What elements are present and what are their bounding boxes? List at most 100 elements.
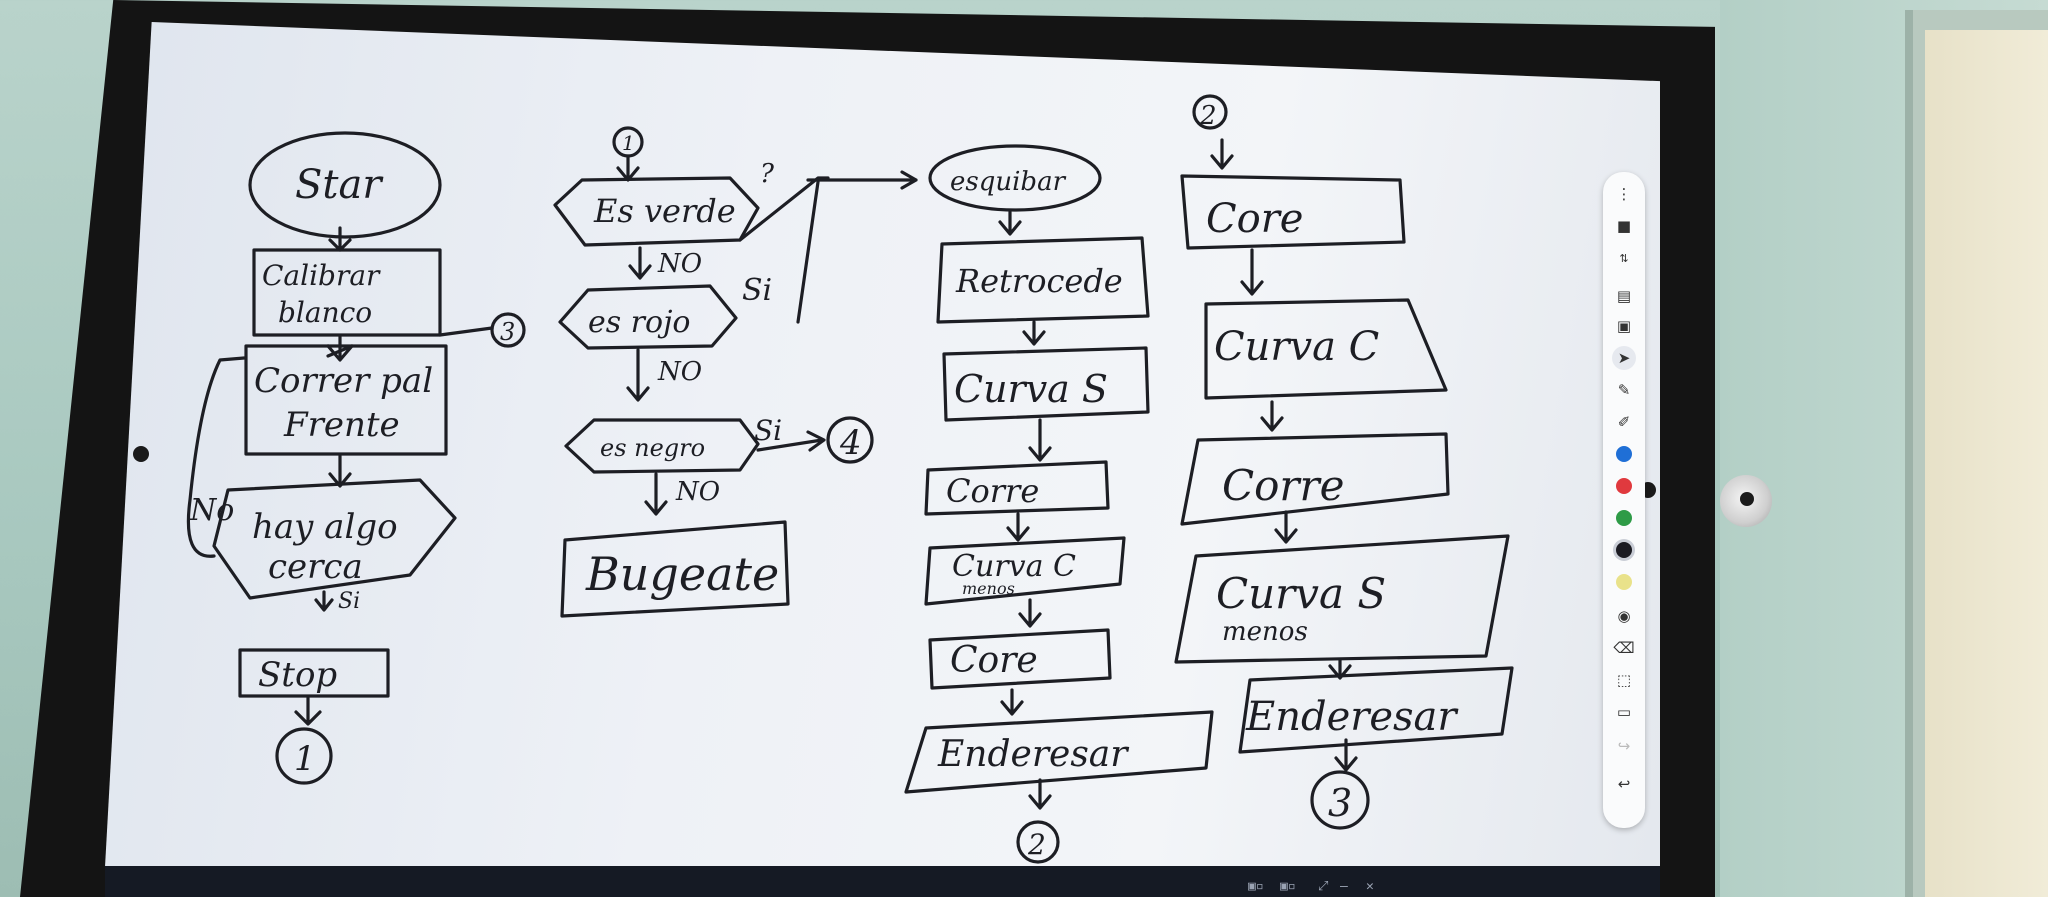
pen-icon[interactable]: ✎ bbox=[1617, 381, 1631, 399]
si-label-1: Si bbox=[742, 273, 772, 308]
blue-color[interactable] bbox=[1612, 442, 1636, 466]
bezel-mount-left bbox=[133, 446, 149, 462]
connector-line bbox=[438, 326, 494, 337]
stop-label: Stop bbox=[258, 655, 337, 695]
esquivar-label: esquibar bbox=[950, 167, 1067, 197]
webcam-lens bbox=[1740, 492, 1754, 506]
palette-icon[interactable]: ◉ bbox=[1617, 607, 1631, 625]
minimize-icon[interactable]: — bbox=[1340, 879, 1348, 894]
curva-s-label-2: menos bbox=[1222, 617, 1308, 647]
calibrar-label-2: blanco bbox=[278, 296, 372, 329]
yellow-color[interactable] bbox=[1612, 570, 1636, 594]
hay-label-2: cerca bbox=[268, 547, 363, 587]
question-mark: ? bbox=[760, 159, 775, 189]
taskbar bbox=[105, 866, 1660, 897]
undo-icon[interactable]: ↩ bbox=[1617, 775, 1631, 793]
bugeate-process bbox=[560, 520, 790, 618]
curva-s-label: Curva S bbox=[954, 367, 1108, 411]
corre-label: Corre bbox=[946, 472, 1039, 510]
arrow bbox=[1018, 598, 1042, 628]
image-icon[interactable]: ▣ bbox=[1616, 317, 1632, 335]
calibrar-process bbox=[252, 248, 442, 337]
window-switch-icon[interactable]: ▣▫ bbox=[1248, 879, 1264, 894]
corre-process bbox=[1180, 432, 1450, 526]
arrow bbox=[756, 430, 826, 452]
red-color[interactable] bbox=[1612, 474, 1636, 498]
enderesar-process bbox=[904, 710, 1214, 794]
yes-path-rojo bbox=[796, 180, 820, 324]
pointer-icon[interactable]: ➤ bbox=[1612, 346, 1636, 370]
curva-s-label-1: Curva S bbox=[1216, 569, 1386, 618]
arrow bbox=[294, 696, 322, 726]
no-label-3: NO bbox=[675, 477, 720, 507]
arrow bbox=[328, 226, 352, 252]
arrow bbox=[326, 335, 354, 362]
si-label: Si bbox=[338, 589, 360, 614]
corre-label: Corre bbox=[1222, 461, 1344, 510]
connector-2-label: 2 bbox=[1027, 828, 1046, 861]
arrow bbox=[644, 472, 668, 516]
stop-terminal bbox=[238, 648, 390, 698]
connector-1-circle bbox=[275, 727, 333, 785]
eraser-icon[interactable]: ⌫ bbox=[1613, 639, 1635, 657]
connector-1-label: 1 bbox=[294, 739, 316, 779]
close-icon[interactable]: ✕ bbox=[1366, 879, 1374, 894]
retrocede-label: Retrocede bbox=[955, 262, 1123, 300]
arrow bbox=[616, 154, 640, 182]
rojo-decision bbox=[558, 284, 738, 350]
more-icon[interactable]: ⋮ bbox=[1616, 185, 1632, 203]
esquivar-terminal bbox=[928, 144, 1102, 212]
whiteboard-toolbar: ⋮ ■ ⇅ ▤ ▣ ➤ ✎ ✐ ◉ ⌫ ⬚ ▭ ↪ ↩ bbox=[1603, 172, 1645, 828]
arrow bbox=[998, 210, 1022, 236]
curva-c-process bbox=[1204, 298, 1448, 400]
rojo-label: es rojo bbox=[588, 305, 690, 340]
arrow bbox=[1028, 418, 1052, 462]
connector-2-label: 2 bbox=[1199, 101, 1217, 131]
no-label-1: NO bbox=[657, 249, 702, 279]
corre-process bbox=[924, 460, 1110, 516]
door-panel bbox=[1925, 30, 2048, 897]
yes-path bbox=[738, 170, 918, 242]
flowchart-2: 1 Es verde ? NO Si es rojo NO es negro S… bbox=[553, 126, 918, 618]
no-label-2: NO bbox=[657, 357, 702, 387]
select-icon[interactable]: ⬚ bbox=[1616, 671, 1632, 689]
core-label: Core bbox=[1206, 196, 1303, 242]
window-tile-icon[interactable]: ▣▫ bbox=[1280, 879, 1296, 894]
whiteboard-canvas[interactable] bbox=[105, 22, 1660, 867]
arrow bbox=[1000, 688, 1024, 716]
si-label-2: Si bbox=[754, 414, 782, 447]
arrow bbox=[1334, 738, 1358, 772]
arrow bbox=[328, 454, 352, 488]
marker-icon[interactable]: ✐ bbox=[1617, 413, 1631, 431]
arrow bbox=[1274, 510, 1298, 544]
template-icon[interactable]: ▤ bbox=[1616, 287, 1632, 305]
curva-s-process bbox=[1174, 534, 1510, 664]
connector-2-circle bbox=[1192, 94, 1228, 130]
negro-decision bbox=[564, 418, 760, 474]
redo-icon[interactable]: ↪ bbox=[1617, 737, 1631, 755]
core-label: Core bbox=[950, 640, 1038, 681]
flowchart-1: Star Calibrar blanco 3 Correr pal Frente… bbox=[186, 131, 526, 785]
clear-icon[interactable]: ▭ bbox=[1616, 703, 1632, 721]
core-process bbox=[928, 628, 1112, 690]
verde-decision bbox=[553, 176, 760, 247]
expand-icon[interactable]: ⇅ bbox=[1619, 251, 1629, 265]
bugeate-label: Bugeate bbox=[585, 547, 779, 601]
arrow bbox=[1210, 138, 1234, 170]
curva-s-process bbox=[942, 346, 1150, 422]
correr-process bbox=[244, 344, 448, 456]
hay-label-1: hay algo bbox=[252, 507, 398, 547]
flowchart-4: 2 Core Curva C Corre Curva S menos Ender… bbox=[1174, 94, 1514, 830]
fullscreen-icon[interactable]: ⤢ bbox=[1318, 879, 1329, 894]
arrow bbox=[1240, 248, 1264, 296]
arrow bbox=[1006, 512, 1030, 542]
arrow bbox=[626, 348, 650, 402]
calibrar-label-1: Calibrar bbox=[262, 259, 381, 292]
green-color[interactable] bbox=[1612, 506, 1636, 530]
connector-4-circle bbox=[826, 416, 874, 464]
black-color[interactable] bbox=[1612, 538, 1636, 562]
save-icon[interactable]: ■ bbox=[1616, 217, 1632, 235]
verde-label: Es verde bbox=[593, 192, 736, 230]
loop-back-line bbox=[186, 356, 246, 558]
enderesar-label: Enderesar bbox=[937, 734, 1129, 775]
